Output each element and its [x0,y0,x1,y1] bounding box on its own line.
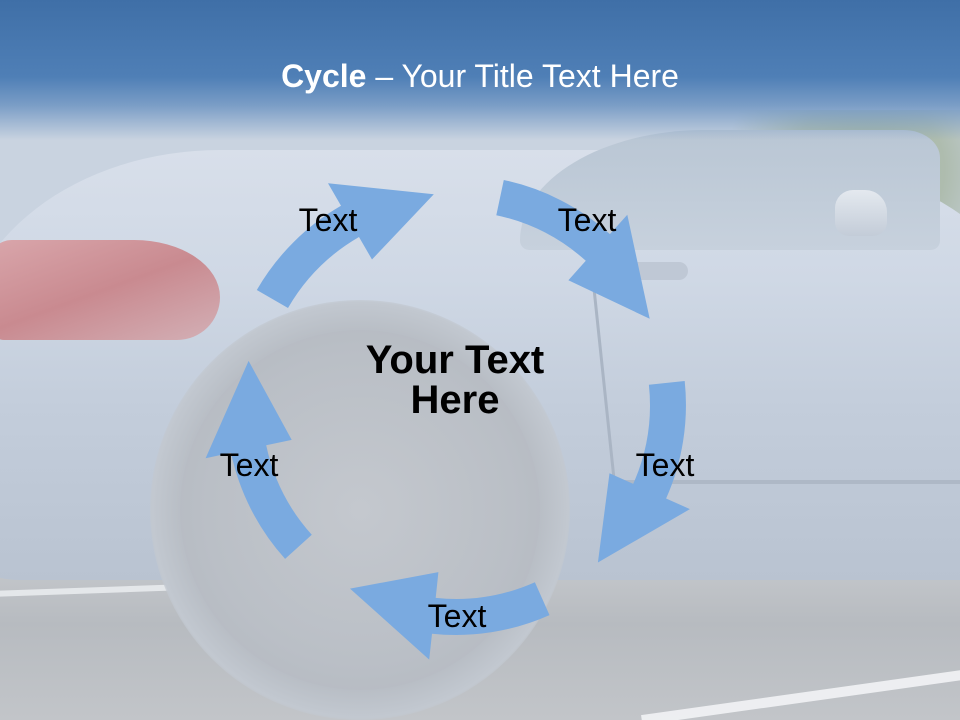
cycle-step-label-1[interactable]: Text [298,202,358,238]
slide-title-rest: – Your Title Text Here [366,58,679,94]
cycle-arrow-2[interactable] [496,180,650,319]
cycle-step-label-3[interactable]: Text [635,447,695,483]
background-side-mirror [835,190,887,236]
title-banner [0,0,960,140]
background-door-sill [610,480,960,484]
cycle-step-label-5[interactable]: Text [219,447,279,483]
center-text[interactable]: Your Text Here [330,340,580,420]
slide-title[interactable]: Cycle – Your Title Text Here [0,56,960,96]
cycle-step-label-4[interactable]: Text [427,598,487,634]
cycle-arrow-3[interactable] [597,381,690,563]
cycle-arrow-5[interactable] [205,360,312,559]
cycle-step-label-2[interactable]: Text [557,202,617,238]
center-text-line-2: Here [410,378,500,422]
cycle-arrow-1[interactable] [256,183,434,308]
slide-title-bold: Cycle [281,58,367,94]
center-text-line-1: Your Text [365,338,545,382]
cycle-arrow-4[interactable] [350,572,550,660]
background-car-taillight [0,240,220,340]
